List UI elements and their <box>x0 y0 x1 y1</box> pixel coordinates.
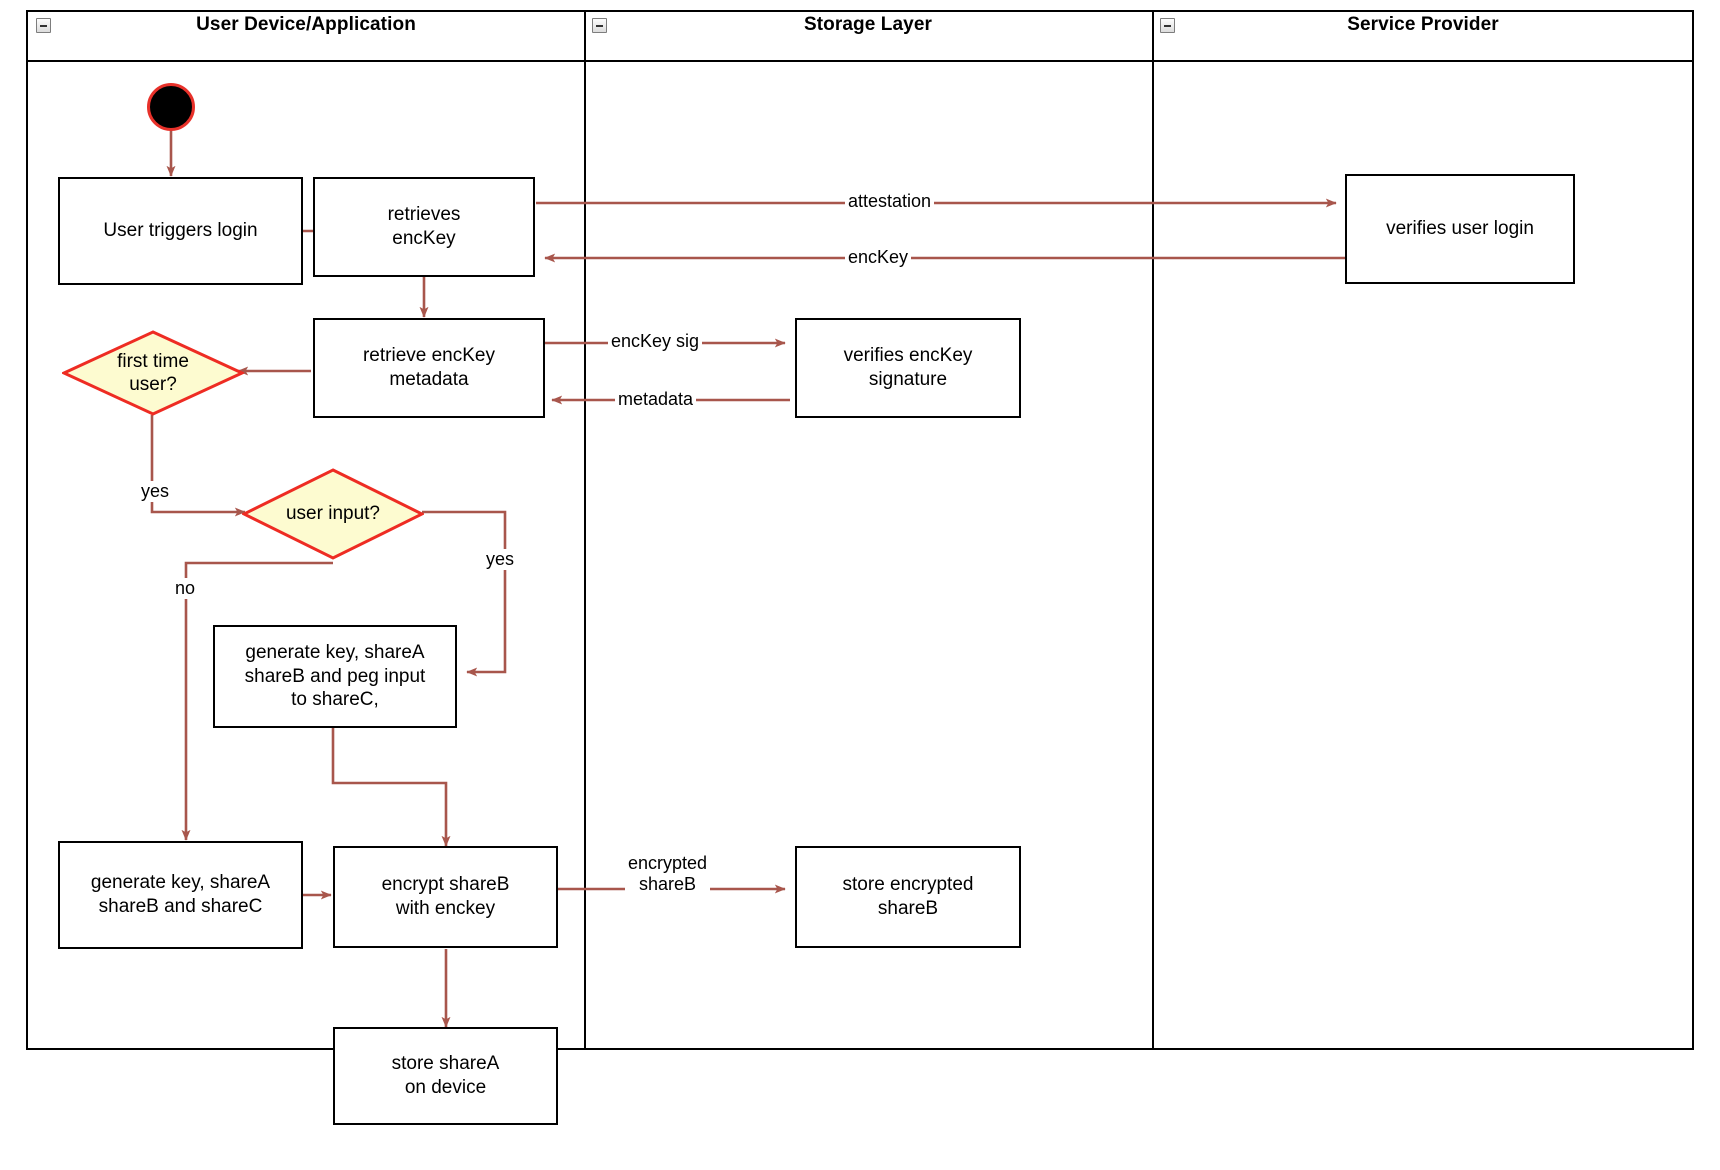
collapse-minus-icon-user-device[interactable] <box>36 18 51 33</box>
edge-label-metadata: metadata <box>615 389 697 410</box>
lane-header-divider <box>28 60 1692 62</box>
action-retrieves-enckey[interactable]: retrieves encKey <box>313 177 535 277</box>
initial-node <box>147 83 195 131</box>
edge-label-yes-firsttime: yes <box>138 481 173 502</box>
edge-label-yes-userinput: yes <box>483 549 518 570</box>
lane-title-storage: Storage Layer <box>803 14 933 35</box>
edge-label-encrypted-shareb: encrypted shareB <box>625 853 711 895</box>
decision-first-time-user[interactable]: first time user? <box>62 330 244 416</box>
action-store-sharea-on-device[interactable]: store shareA on device <box>333 1027 558 1125</box>
decision-user-input[interactable]: user input? <box>242 468 424 560</box>
action-verifies-enckey-signature[interactable]: verifies encKey signature <box>795 318 1021 418</box>
action-retrieve-enckey-metadata[interactable]: retrieve encKey metadata <box>313 318 545 418</box>
action-generate-key-peg-input[interactable]: generate key, shareA shareB and peg inpu… <box>213 625 457 728</box>
edge-label-enckey-sig: encKey sig <box>608 331 703 352</box>
lane-divider-1 <box>584 12 586 1048</box>
action-user-triggers-login[interactable]: User triggers login <box>58 177 303 285</box>
collapse-minus-icon-storage[interactable] <box>592 18 607 33</box>
collapse-minus-icon-service-provider[interactable] <box>1160 18 1175 33</box>
lane-divider-2 <box>1152 12 1154 1048</box>
action-verifies-user-login[interactable]: verifies user login <box>1345 174 1575 284</box>
action-encrypt-shareb[interactable]: encrypt shareB with enckey <box>333 846 558 948</box>
action-generate-key-shares[interactable]: generate key, shareA shareB and shareC <box>58 841 303 949</box>
edge-label-enckey: encKey <box>845 247 912 268</box>
lane-title-service-provider: Service Provider <box>1347 14 1499 35</box>
lane-title-user-device: User Device/Application <box>196 14 416 35</box>
edge-label-attestation: attestation <box>845 191 935 212</box>
action-store-encrypted-shareb[interactable]: store encrypted shareB <box>795 846 1021 948</box>
edge-label-no-userinput: no <box>172 578 199 599</box>
